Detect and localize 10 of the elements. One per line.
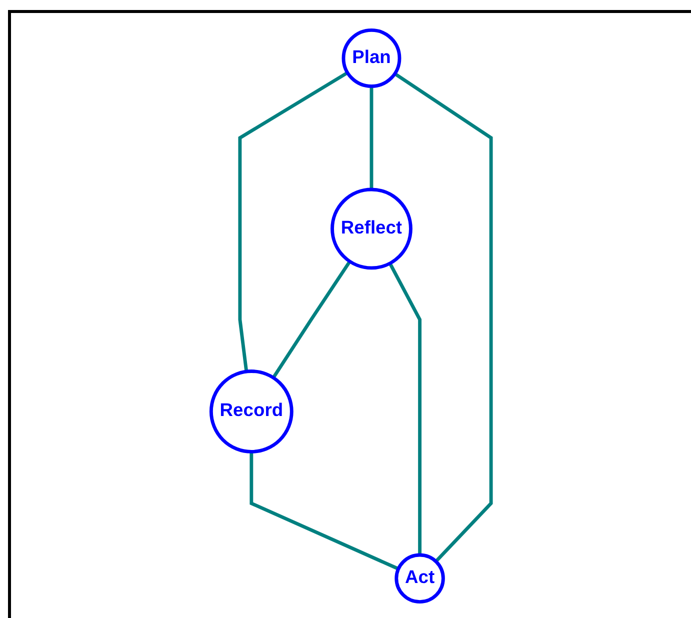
connector bbox=[370, 86, 374, 189]
connector bbox=[394, 72, 493, 562]
node-circle: Record bbox=[209, 369, 294, 453]
connector bbox=[238, 70, 348, 372]
node-circle: Reflect bbox=[330, 187, 412, 270]
node-circle: Act bbox=[394, 552, 445, 604]
connector bbox=[272, 260, 352, 378]
connector bbox=[388, 262, 422, 554]
node-circle: Plan bbox=[342, 28, 402, 88]
connector bbox=[250, 451, 399, 570]
